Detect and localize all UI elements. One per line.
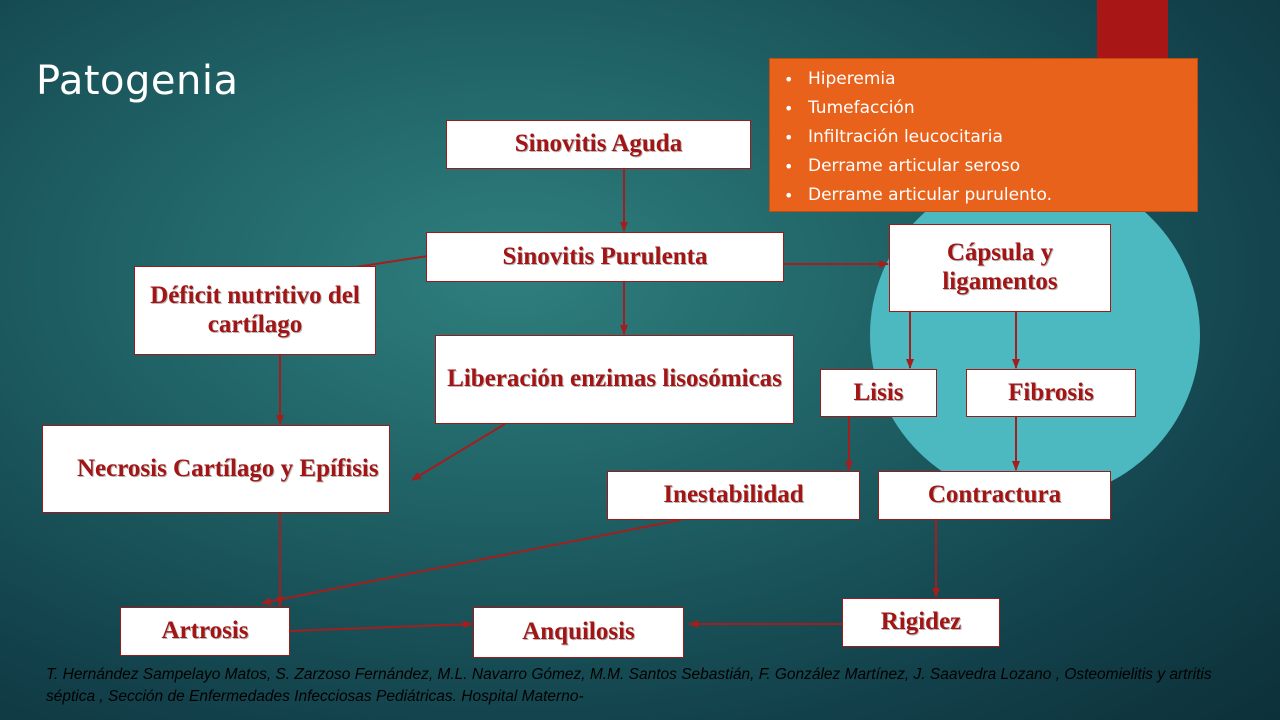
node-label: Liberación enzimas lisosómicas: [447, 365, 782, 393]
node-label: Rigidez: [880, 608, 962, 636]
node-inestabilidad: Inestabilidad: [607, 471, 860, 520]
symptom-item: Derrame articular purulento.: [784, 181, 1187, 210]
node-necrosis: Necrosis Cartílago y Epífisis: [42, 425, 390, 513]
symptom-item: Tumefacción: [784, 94, 1187, 123]
node-contractura: Contractura: [878, 471, 1111, 520]
symptoms-note-box: Hiperemia Tumefacción Infiltración leuco…: [769, 58, 1198, 212]
node-label: Lisis: [853, 378, 904, 406]
node-sinovitis-aguda: Sinovitis Aguda: [446, 120, 751, 169]
node-label: Sinovitis Aguda: [514, 130, 683, 158]
symptoms-list: Hiperemia Tumefacción Infiltración leuco…: [784, 65, 1187, 210]
node-label: Artrosis: [161, 617, 249, 645]
node-rigidez: Rigidez: [842, 598, 1000, 647]
symptom-item: Infiltración leucocitaria: [784, 123, 1187, 152]
node-fibrosis: Fibrosis: [966, 369, 1136, 417]
node-deficit-nutritivo: Déficit nutritivo del cartílago: [134, 266, 376, 355]
node-label: Sinovitis Purulenta: [502, 242, 708, 270]
node-artrosis: Artrosis: [120, 607, 290, 656]
node-sinovitis-purulenta: Sinovitis Purulenta: [426, 232, 784, 282]
node-label: Contractura: [927, 481, 1062, 509]
decorative-circle: [870, 170, 1200, 500]
symptom-item: Hiperemia: [784, 65, 1187, 94]
citation-text: T. Hernández Sampelayo Matos, S. Zarzoso…: [46, 666, 1212, 705]
node-label: Inestabilidad: [663, 481, 804, 509]
arrow-inestabilidad-to-artrosis: [261, 519, 681, 606]
decorative-red-bar: [1097, 0, 1168, 58]
node-label: Anquilosis: [522, 618, 635, 646]
node-capsula-ligamentos: Cápsula y ligamentos: [889, 224, 1111, 312]
arrow-artrosis-to-anquilosis: [289, 620, 473, 632]
node-label: Cápsula y ligamentos: [942, 239, 1058, 295]
node-label: Necrosis Cartílago y Epífisis: [77, 454, 379, 482]
node-lisis: Lisis: [820, 369, 937, 417]
node-label: Fibrosis: [1008, 378, 1094, 406]
symptom-item: Derrame articular seroso: [784, 152, 1187, 181]
node-liberacion-enzimas: Liberación enzimas lisosómicas: [435, 335, 794, 424]
slide-title: Patogenia: [36, 58, 239, 104]
arrow-liberacion-to-necrosis: [411, 423, 506, 481]
node-anquilosis: Anquilosis: [473, 607, 684, 658]
node-label: Déficit nutritivo del cartílago: [150, 281, 360, 338]
